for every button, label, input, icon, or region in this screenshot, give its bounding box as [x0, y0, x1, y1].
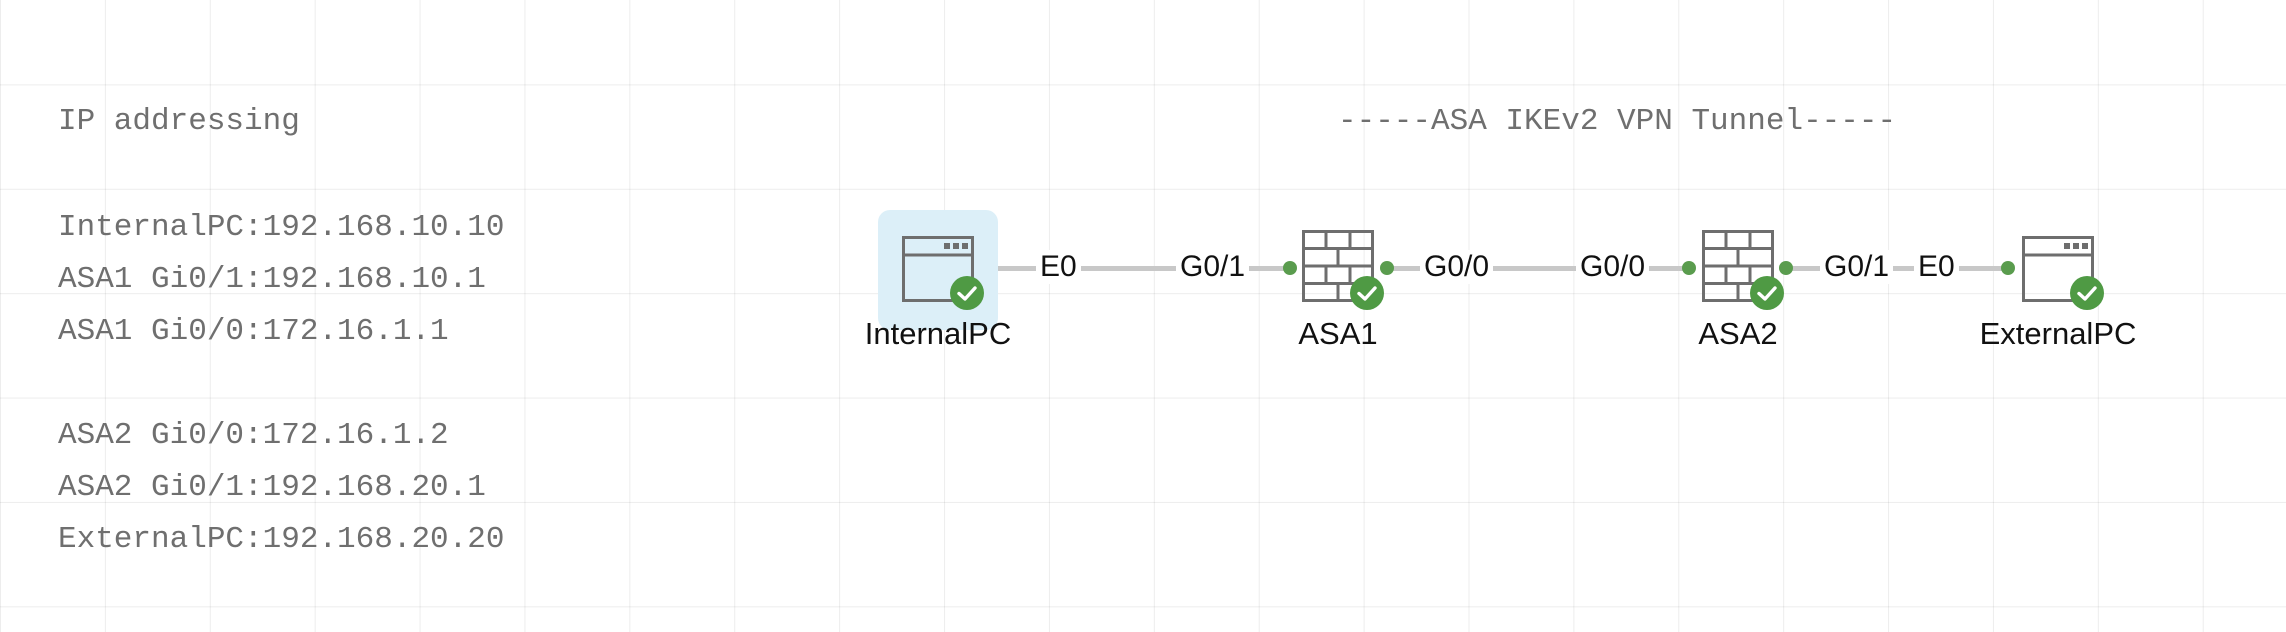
node-label-asa2: ASA2: [1698, 316, 1778, 351]
port-label-asa1-g01: G0/1: [1176, 250, 1250, 284]
port-label-externalpc-e0: E0: [1914, 250, 1959, 284]
link-asa2-externalpc[interactable]: [1786, 266, 2008, 271]
port-label-asa2-g00: G0/0: [1576, 250, 1650, 284]
link-internalpc-asa1[interactable]: [988, 266, 1290, 271]
node-label-internalpc: InternalPC: [864, 316, 1012, 351]
firewall-icon: [1702, 230, 1774, 302]
address-line-asa2-gi01: ASA2 Gi0/1:192.168.20.1: [58, 470, 486, 505]
port-dot-externalpc-e0[interactable]: [2001, 261, 2015, 275]
vpn-tunnel-title: -----ASA IKEv2 VPN Tunnel-----: [1338, 104, 1897, 139]
pc-icon: [2022, 236, 2094, 302]
status-running-icon: [1750, 276, 1784, 310]
node-label-externalpc: ExternalPC: [1979, 316, 2137, 351]
node-externalpc[interactable]: [2022, 236, 2094, 307]
node-label-asa1: ASA1: [1298, 316, 1378, 351]
address-line-asa1-gi00: ASA1 Gi0/0:172.16.1.1: [58, 314, 449, 349]
port-dot-asa1-g00[interactable]: [1380, 261, 1394, 275]
status-running-icon: [2070, 276, 2104, 310]
port-label-asa2-g01: G0/1: [1820, 250, 1894, 284]
status-running-icon: [1350, 276, 1384, 310]
port-dot-asa1-g01[interactable]: [1283, 261, 1297, 275]
status-running-icon: [950, 276, 984, 310]
port-label-asa1-g00: G0/0: [1420, 250, 1494, 284]
pc-icon: [902, 236, 974, 302]
port-dot-asa2-g01[interactable]: [1779, 261, 1793, 275]
address-line-externalpc: ExternalPC:192.168.20.20: [58, 522, 505, 557]
node-asa2[interactable]: [1702, 230, 1774, 307]
node-internalpc[interactable]: [902, 236, 974, 307]
port-dot-asa2-g00[interactable]: [1682, 261, 1696, 275]
selection-highlight: [878, 210, 998, 330]
address-line-asa1-gi01: ASA1 Gi0/1:192.168.10.1: [58, 262, 486, 297]
ip-addressing-title: IP addressing: [58, 104, 300, 139]
address-line-internalpc: InternalPC:192.168.10.10: [58, 210, 505, 245]
link-asa1-asa2[interactable]: [1387, 266, 1689, 271]
address-line-asa2-gi00: ASA2 Gi0/0:172.16.1.2: [58, 418, 449, 453]
port-label-internalpc-e0: E0: [1036, 250, 1081, 284]
